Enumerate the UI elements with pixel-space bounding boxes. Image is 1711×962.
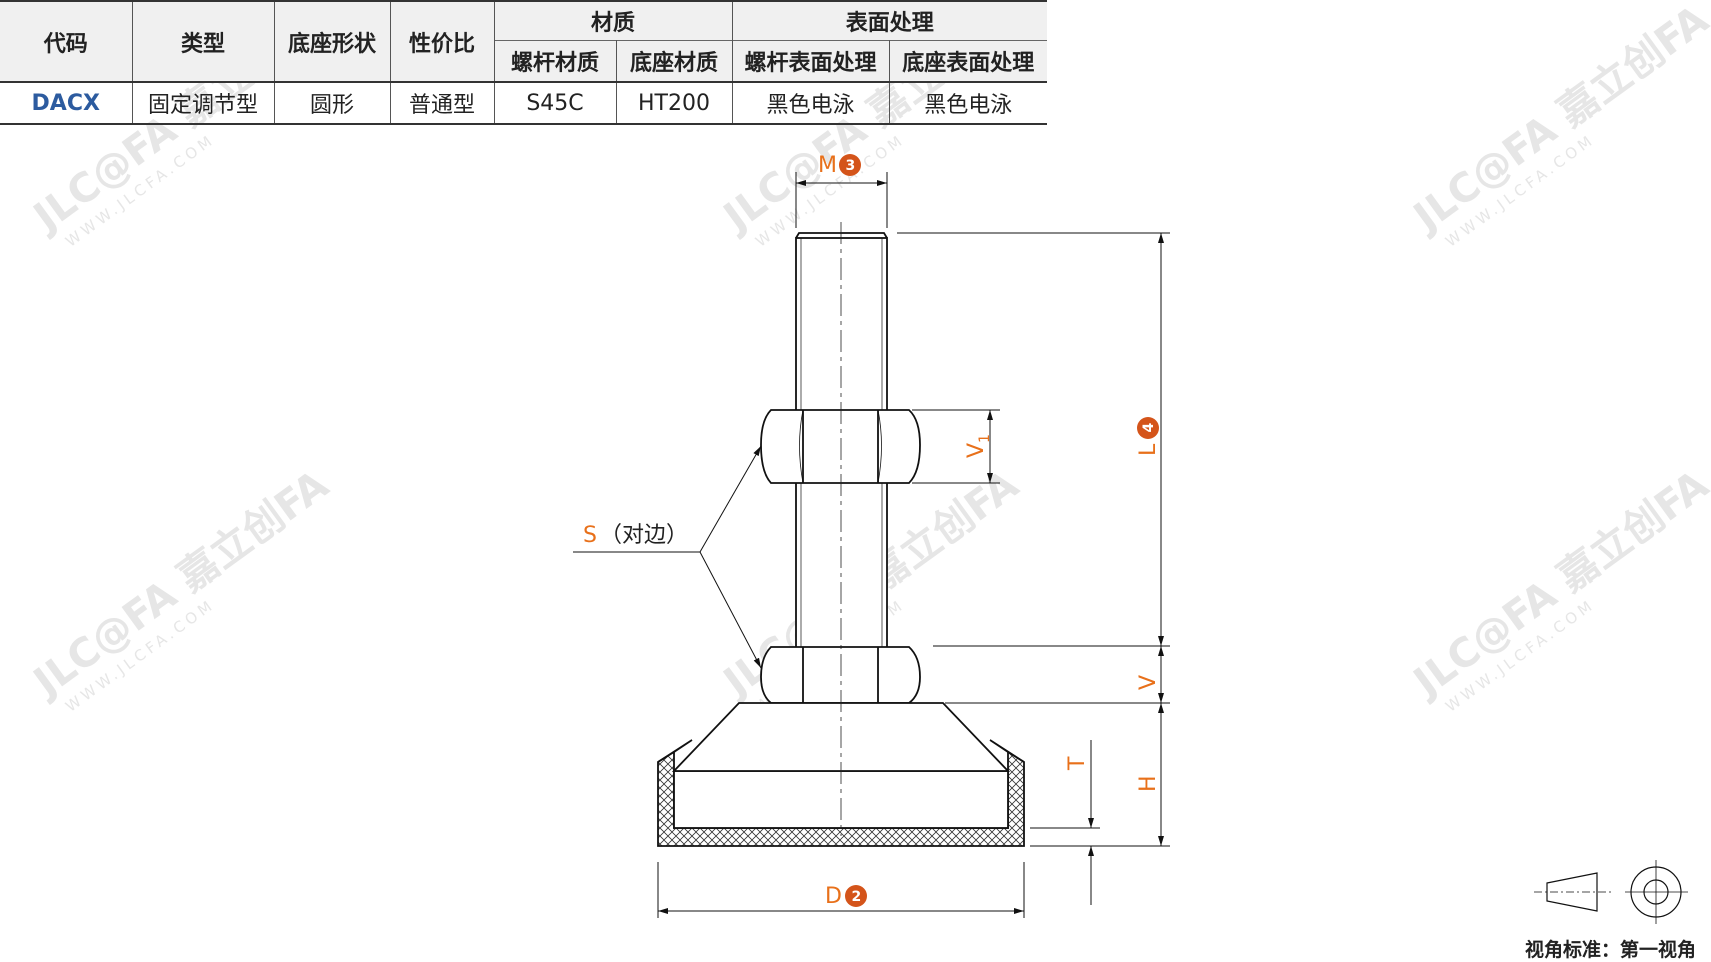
s-leader <box>573 445 762 669</box>
dim-d-letter: D <box>825 884 842 909</box>
dimension-v1 <box>912 409 1000 484</box>
cell-screw-surface: 黑色电泳 <box>732 82 890 125</box>
header-base-shape: 底座形状 <box>274 0 391 82</box>
dimension-d <box>657 862 1025 918</box>
cell-base-surface: 黑色电泳 <box>889 82 1048 125</box>
header-code: 代码 <box>0 0 133 82</box>
table-row: DACX 固定调节型 圆形 普通型 S45C HT200 黑色电泳 黑色电泳 <box>0 82 1048 125</box>
spec-table: 代码 类型 底座形状 性价比 材质 表面处理 螺杆材质 底座材质 螺杆表面处理 … <box>0 0 1048 125</box>
dim-l-tag <box>1137 417 1159 439</box>
s-label-note: （对边） <box>600 523 688 548</box>
header-base-surface: 底座表面处理 <box>889 40 1048 82</box>
cell-screw-material: S45C <box>494 82 617 125</box>
dimension-v <box>945 646 1170 704</box>
dim-m-tag-number: 3 <box>846 158 856 174</box>
dim-v-label: V <box>1136 675 1161 690</box>
header-surface: 表面处理 <box>732 0 1048 41</box>
header-type: 类型 <box>132 0 275 82</box>
cell-base-shape: 圆形 <box>274 82 391 125</box>
dimension-m <box>795 172 888 228</box>
dimension-t <box>1030 740 1100 905</box>
dim-v1-subscript: 1 <box>977 434 993 443</box>
first-angle-projection-icon <box>1534 860 1688 924</box>
cell-base-material: HT200 <box>616 82 733 125</box>
dim-l-label: L 4 <box>1136 417 1161 456</box>
header-screw-material: 螺杆材质 <box>494 40 617 82</box>
dim-m-tag <box>839 154 861 176</box>
view-standard-label: 视角标准：第一视角 <box>1525 939 1697 961</box>
dim-t-label: T <box>1065 756 1090 771</box>
dim-d-tag-number: 2 <box>852 889 862 905</box>
dim-d-tag <box>845 885 867 907</box>
header-row: 代码 类型 底座形状 性价比 材质 表面处理 <box>0 0 1048 82</box>
dim-l-letter: L <box>1136 443 1161 456</box>
header-value: 性价比 <box>390 0 495 82</box>
header-material: 材质 <box>494 0 733 41</box>
dimension-l <box>897 232 1170 647</box>
header-base-material: 底座材质 <box>616 40 733 82</box>
cell-type: 固定调节型 <box>132 82 275 125</box>
header-screw-surface: 螺杆表面处理 <box>732 40 890 82</box>
dim-v1-label: V 1 <box>964 434 993 458</box>
dimension-h <box>1030 703 1170 847</box>
header-subrow: 螺杆材质 底座材质 螺杆表面处理 底座表面处理 <box>0 40 1048 82</box>
s-label-letter: S <box>583 523 597 548</box>
lower-hex-nut <box>760 646 921 704</box>
dim-v1-letter: V <box>964 443 989 458</box>
dim-m-letter: M <box>818 153 837 178</box>
dim-h-label: H <box>1136 775 1161 792</box>
cell-value: 普通型 <box>390 82 495 125</box>
upper-hex-nut <box>760 409 921 484</box>
cell-code: DACX <box>0 82 133 125</box>
dim-l-tag-number: 4 <box>1141 423 1157 433</box>
